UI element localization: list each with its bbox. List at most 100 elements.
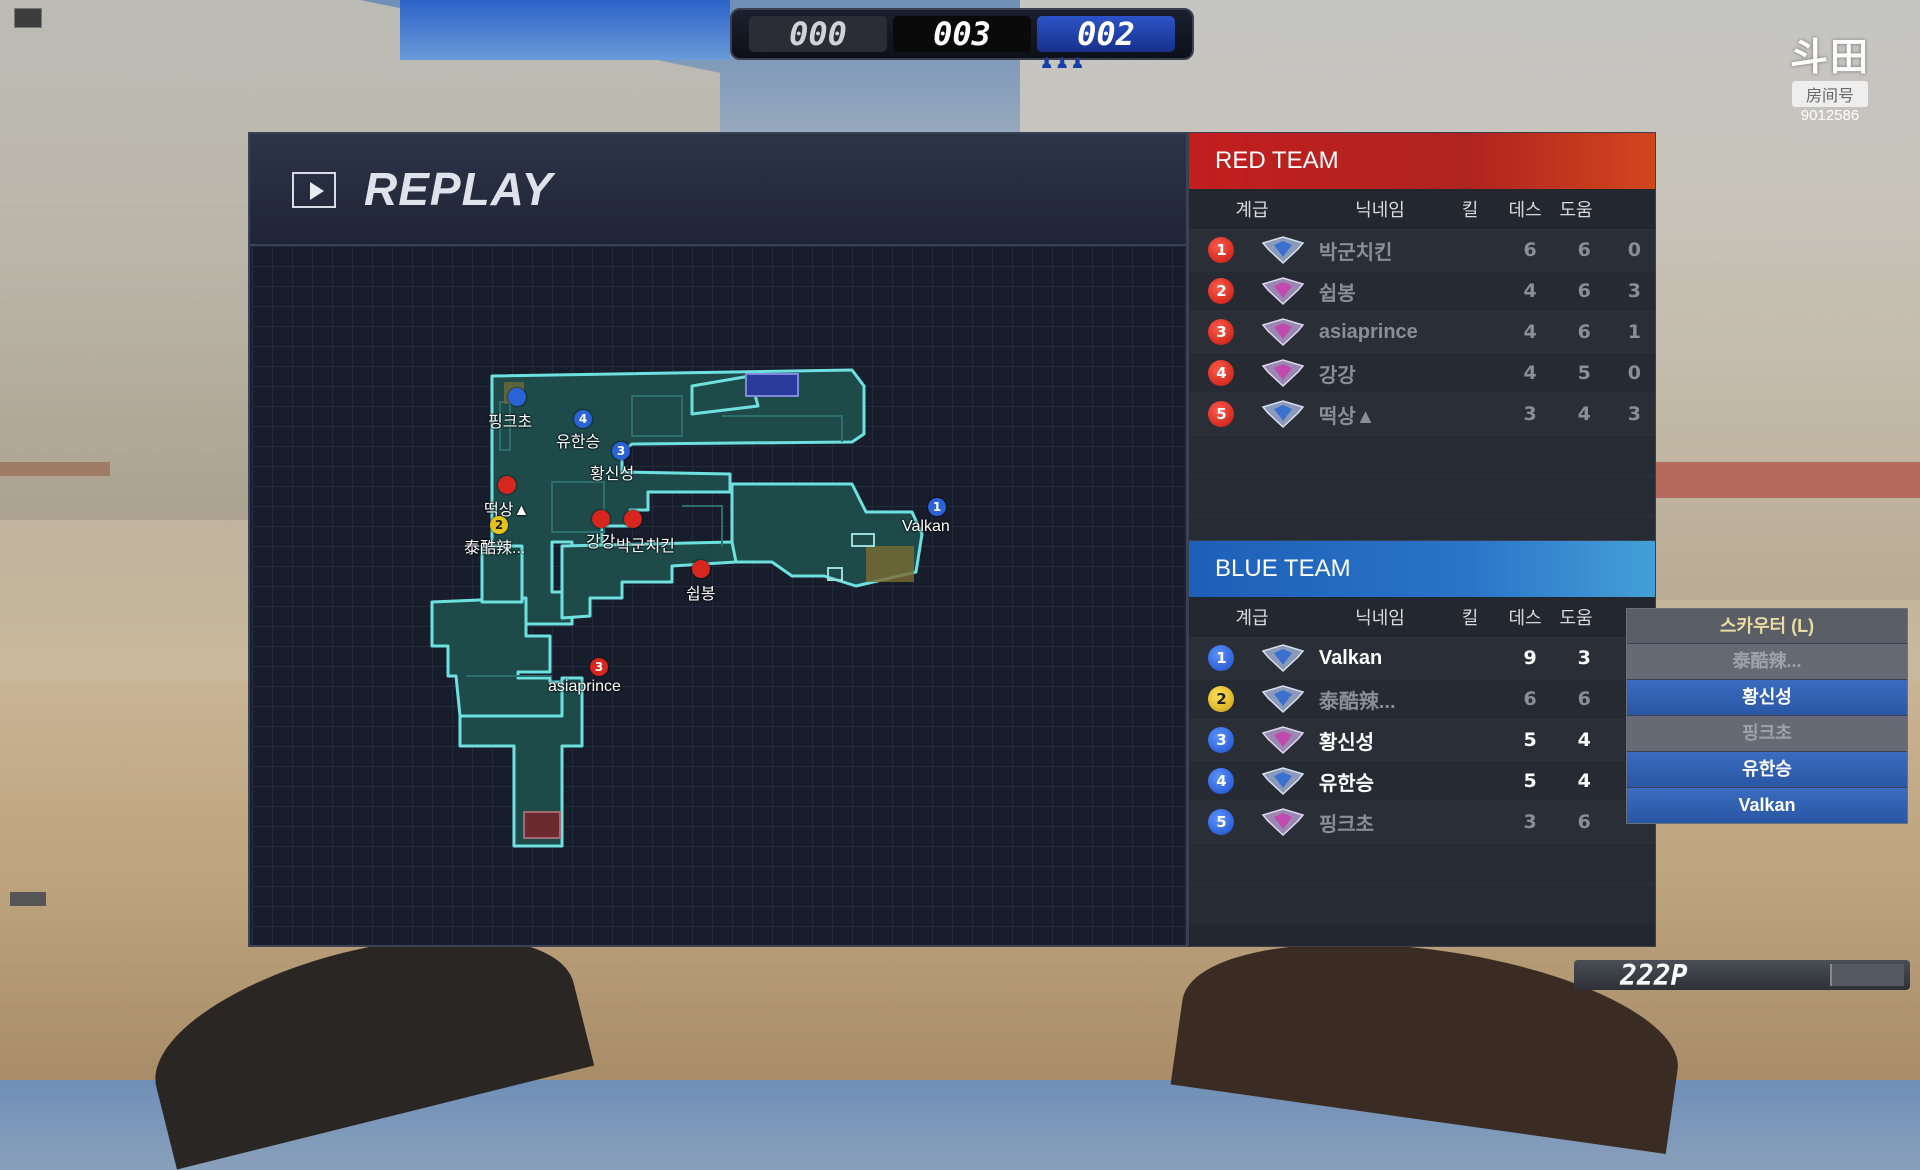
rank-badge: 4 (1208, 768, 1235, 794)
map-marker-yellow-2: 2 (490, 516, 508, 534)
player-kill: 6 (1523, 688, 1537, 710)
map-marker-red-tteoksang (498, 476, 516, 494)
blue-team-rows: 1 Valkan 9 3 2 泰酷辣... 6 6 3 황신성 5 4 2 4 … (1189, 637, 1655, 924)
player-assist: 3 (1627, 280, 1641, 302)
rank-badge: 5 (1208, 401, 1235, 427)
room-id: 9012586 (1800, 107, 1860, 124)
map-marker-red-chikin (624, 510, 642, 528)
rank-cell: 4 (1189, 768, 1254, 794)
table-row[interactable]: 1 박군치킨 6 6 0 (1189, 229, 1655, 270)
bomb-site-b (866, 546, 914, 582)
player-name: asiaprince (1318, 320, 1418, 343)
rank-emblem-icon (1262, 277, 1305, 306)
rank-badge: 2 (1208, 686, 1235, 712)
player-death: 3 (1577, 647, 1591, 669)
map-marker-blue-5 (508, 388, 526, 406)
grade-cell (1254, 235, 1313, 265)
column-assist: 도움 (1559, 200, 1593, 221)
table-row[interactable]: 4 유한승 5 4 (1189, 760, 1655, 801)
scouter-item[interactable]: 핑크초 (1627, 715, 1907, 751)
map-marker-blue-1: 1 (928, 498, 946, 516)
rank-cell: 2 (1189, 686, 1254, 712)
player-death: 6 (1577, 811, 1591, 833)
rank-emblem-icon (1262, 726, 1305, 755)
column-grade: 계급 (1235, 608, 1269, 629)
player-name: 떡상▲ (1318, 405, 1376, 428)
empty-row (1189, 883, 1655, 924)
table-row[interactable]: 5 핑크초 3 6 (1189, 801, 1655, 842)
blue-team-title: BLUE TEAM (1189, 541, 1655, 597)
rank-cell: 5 (1189, 809, 1254, 835)
map-room-corridor-mid (560, 540, 738, 620)
corner-indicator-icon (14, 8, 42, 28)
table-row[interactable]: 4 강강 4 5 0 (1189, 352, 1655, 393)
side-tag (10, 892, 46, 906)
map-room-south-corridor (458, 676, 584, 848)
table-row[interactable]: 3 황신성 5 4 2 (1189, 719, 1655, 760)
spawn-marker-top (745, 373, 799, 397)
table-row[interactable]: 3 asiaprince 4 6 1 (1189, 311, 1655, 352)
spawn-marker-bottom (523, 811, 561, 839)
map-box (851, 533, 875, 547)
map-label-asiaprince: asiaprince (548, 678, 621, 695)
grade-cell (1254, 399, 1313, 429)
rank-emblem-icon (1262, 400, 1305, 429)
grade-cell (1254, 643, 1313, 673)
map-inner-walls (466, 395, 843, 677)
table-row[interactable]: 2 泰酷辣... 6 6 (1189, 678, 1655, 719)
rank-cell: 1 (1189, 237, 1254, 263)
column-nickname: 닉네임 (1355, 200, 1405, 220)
column-death: 데스 (1508, 608, 1542, 629)
minimap: 핑크초 4 유한승 3 황신성 떡상▲ 2 泰酷辣... 강강 박군치킨 쉽봉 … (252, 246, 1184, 945)
map-label-chinese: 泰酷辣... (464, 540, 526, 557)
player-assist: 1 (1627, 321, 1641, 343)
player-name: 泰酷辣... (1318, 690, 1396, 713)
column-nickname: 닉네임 (1355, 608, 1405, 628)
player-assist: 0 (1627, 362, 1641, 384)
grade-cell (1254, 766, 1313, 796)
table-row[interactable]: 1 Valkan 9 3 (1189, 637, 1655, 678)
column-assist: 도움 (1559, 608, 1593, 629)
rank-emblem-icon (1262, 808, 1305, 837)
map-label-swibong: 쉽봉 (686, 586, 716, 603)
red-team-panel: RED TEAM 계급 닉네임 킬 데스 도움 1 박군치킨 6 6 0 2 쉽… (1188, 132, 1656, 557)
scouter-item[interactable]: 유한승 (1627, 751, 1907, 787)
player-kill: 4 (1523, 362, 1537, 384)
table-row[interactable]: 2 쉽봉 4 6 3 (1189, 270, 1655, 311)
scouter-item[interactable]: 황신성 (1627, 679, 1907, 715)
rank-badge: 3 (1208, 319, 1235, 345)
replay-title: REPLAY (364, 163, 554, 215)
rank-emblem-icon (1262, 644, 1305, 673)
player-death: 6 (1577, 280, 1591, 302)
grade-cell (1254, 807, 1313, 837)
player-name: 황신성 (1318, 731, 1375, 754)
play-icon[interactable] (292, 172, 336, 208)
map-inner-wall (551, 481, 605, 533)
map-marker-red-3: 3 (590, 658, 608, 676)
table-row[interactable]: 5 떡상▲ 3 4 3 (1189, 393, 1655, 434)
rank-badge: 1 (1208, 237, 1235, 263)
grade-cell (1254, 725, 1313, 755)
points-value: 222P (1620, 958, 1688, 992)
background-sky (400, 0, 730, 60)
scouter-item[interactable]: 泰酷辣... (1627, 643, 1907, 679)
player-kill: 3 (1523, 403, 1537, 425)
red-team-rows: 1 박군치킨 6 6 0 2 쉽봉 4 6 3 3 asiaprince 4 6… (1189, 229, 1655, 557)
grade-cell (1254, 358, 1313, 388)
score-right: 002 (1037, 15, 1175, 53)
blue-team-column-headers: 계급 닉네임 킬 데스 도움 (1189, 597, 1655, 637)
player-name: 박군치킨 (1318, 241, 1393, 264)
score-left: 000 (749, 15, 887, 53)
player-name: Valkan (1318, 646, 1383, 669)
scouter-item[interactable]: Valkan (1627, 787, 1907, 823)
player-kill: 4 (1523, 280, 1537, 302)
player-death: 6 (1577, 239, 1591, 261)
player-name: 유한승 (1318, 772, 1375, 795)
map-inner-wall (631, 395, 683, 437)
player-name: 핑크초 (1318, 813, 1375, 836)
rank-badge: 1 (1208, 645, 1235, 671)
rank-emblem-icon (1262, 236, 1305, 265)
scouter-title: 스카우터 (L) (1627, 609, 1907, 643)
player-death: 4 (1577, 770, 1591, 792)
points-display: 222P (1574, 958, 1910, 992)
